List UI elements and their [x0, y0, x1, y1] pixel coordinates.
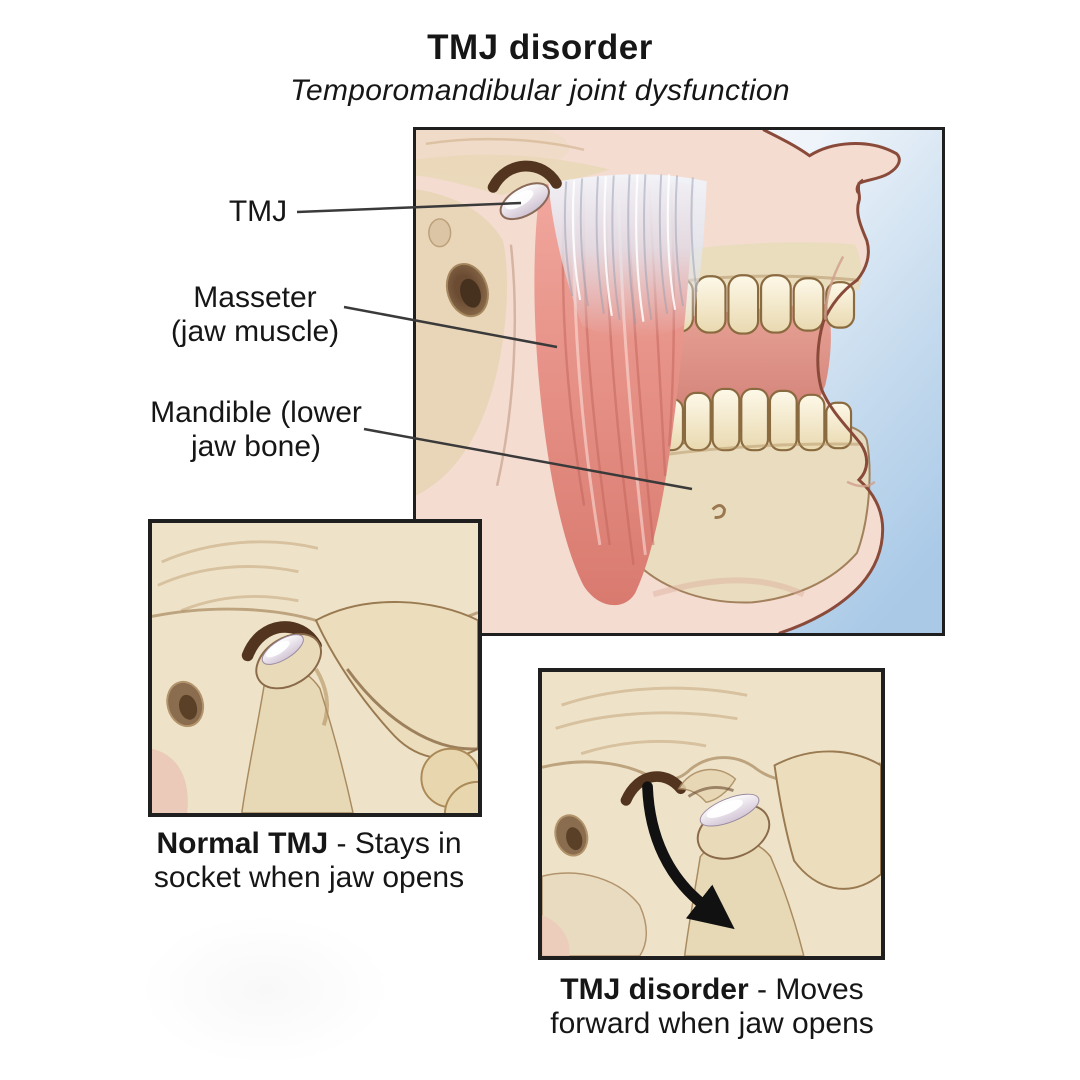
mastoid-lump-2 [443, 780, 478, 813]
articular-eminence [677, 768, 737, 804]
page-title: TMJ disorder [427, 28, 653, 67]
ear-canal [554, 814, 589, 857]
eminence-under-edge [346, 668, 478, 751]
mental-foramen [711, 504, 726, 519]
tmj-disorder-caption: TMJ disorder - Moves forward when jaw op… [550, 973, 874, 1041]
tmj-disorder-inset [538, 668, 885, 960]
ear-canal [166, 680, 205, 728]
page-subtitle: Temporomandibular joint dysfunction [290, 74, 790, 107]
soft-tissue [152, 748, 188, 813]
lower-teeth [656, 387, 853, 452]
tmj-socket [487, 160, 562, 193]
tmj-label: TMJ [229, 195, 287, 229]
tmj-label-text: TMJ [228, 195, 288, 228]
masseter-label-line2: (jaw muscle) [170, 315, 340, 348]
nostril-line [855, 178, 864, 194]
tendon-streaks [563, 174, 698, 324]
normal-tmj-inset [148, 519, 482, 817]
ear-notch [428, 218, 452, 248]
temporal-ridges [157, 540, 319, 612]
articular-disc [261, 634, 304, 665]
normal-tmj-caption: Normal TMJ - Stays in socket when jaw op… [154, 827, 464, 895]
normal-tmj-illustration [152, 523, 478, 813]
brow-ridge-line [425, 137, 585, 151]
caption-term: Normal TMJ [156, 827, 329, 860]
nasolabial-crease [824, 255, 845, 320]
soft-tissue [542, 915, 570, 956]
main-illustration-panel [413, 127, 945, 636]
chin-crease [846, 480, 876, 488]
empty-socket-shadow [620, 771, 687, 806]
jaw-shadow [652, 577, 805, 598]
caption-line2: forward when jaw opens [550, 1007, 874, 1040]
right-temporal-bone [773, 750, 881, 890]
zygomatic-arch [416, 154, 610, 196]
forward-displacement-arrow-icon [642, 781, 735, 930]
caption-term: TMJ disorder [560, 973, 749, 1006]
profile-outline [762, 130, 901, 633]
ear-canal [445, 263, 489, 318]
faint-watermark [140, 915, 390, 1065]
mandible-label: Mandible (lower jaw bone) [150, 396, 362, 464]
mandible-label-line2: jaw bone) [190, 430, 322, 463]
displaced-tmj-illustration [542, 672, 881, 956]
coronoid-bone [542, 872, 648, 956]
caption-line1: Normal TMJ - Stays in [154, 827, 464, 861]
condyle-shadow [314, 667, 329, 727]
masseter-label: Masseter (jaw muscle) [171, 281, 339, 349]
tendon-white-streaks [571, 174, 677, 322]
face-profile-illustration [416, 130, 942, 633]
caption-rest: - Stays in [328, 827, 462, 860]
masseter-label-line1: Masseter [193, 281, 317, 314]
displaced-articular-disc [699, 793, 760, 827]
caption-line2: socket when jaw opens [153, 861, 465, 894]
temporal-ridges [555, 686, 748, 756]
mandible-label-line1: Mandible (lower [150, 396, 362, 429]
caption-line1: TMJ disorder - Moves [550, 973, 874, 1007]
diagram-header: TMJ disorder Temporomandibular joint dys… [0, 28, 1080, 108]
disc-crease [687, 785, 734, 798]
caption-rest: - Moves [748, 973, 864, 1006]
